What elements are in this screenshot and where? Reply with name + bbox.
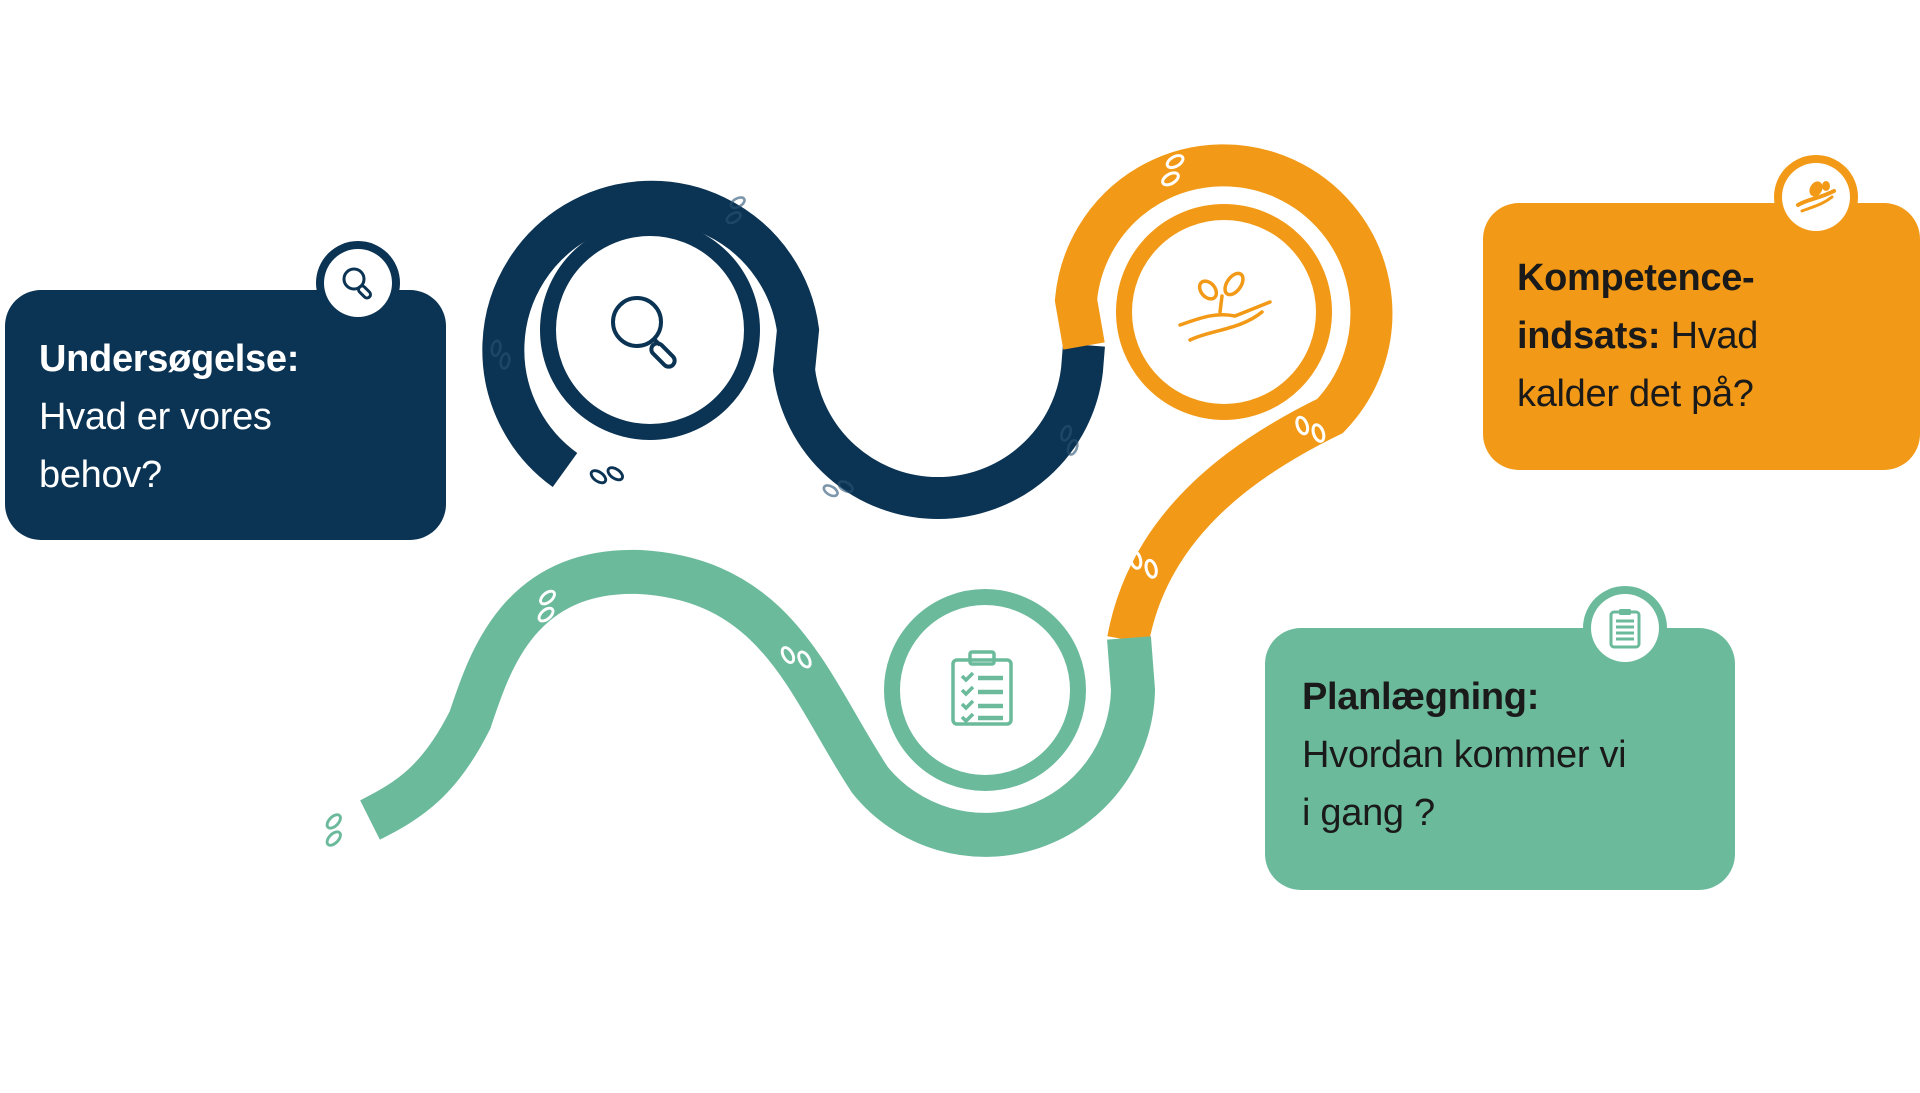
step-badge-planlaegning <box>1583 586 1667 670</box>
path-segment-navy <box>482 180 1105 519</box>
step-box-kompetence: Kompetence- indsats: Hvad kalder det på? <box>1483 203 1920 470</box>
step-body-line: Hvordan kommer vi <box>1302 734 1627 776</box>
hand-with-plant-icon <box>1178 271 1272 342</box>
path-segment-orange <box>1054 144 1393 645</box>
path-segment-green <box>360 549 1156 857</box>
step-badge-kompetence <box>1774 155 1858 239</box>
step-text-kompetence: Kompetence- indsats: Hvad kalder det på? <box>1517 249 1758 423</box>
magnifier-icon <box>342 267 372 300</box>
step-badge-undersogelse <box>316 241 400 325</box>
clipboard-checklist-icon <box>1609 609 1641 649</box>
step-text-undersogelse: Undersøgelse: Hvad er vores behov? <box>39 330 299 504</box>
step-title: Undersøgelse: <box>39 338 300 380</box>
step-title: Planlægning: <box>1302 676 1540 718</box>
step-text-planlaegning: Planlægning: Hvordan kommer vi i gang ? <box>1302 668 1627 842</box>
footprints-icon <box>587 456 627 494</box>
step-body-line: Hvad er vores <box>39 396 272 438</box>
step-title: indsats: <box>1517 315 1661 357</box>
milestone-ring-orange <box>1116 204 1332 420</box>
step-body-line: kalder det på? <box>1517 373 1754 415</box>
step-body-inline: Hvad <box>1670 315 1759 357</box>
hand-with-plant-icon <box>1796 181 1836 213</box>
magnifier-icon <box>611 296 677 369</box>
step-box-undersogelse: Undersøgelse: Hvad er vores behov? <box>5 290 446 540</box>
step-box-planlaegning: Planlægning: Hvordan kommer vi i gang ? <box>1265 628 1735 890</box>
step-title: Kompetence- <box>1517 257 1755 299</box>
footprints-icon <box>314 810 353 850</box>
clipboard-checklist-icon <box>951 650 1013 726</box>
milestone-ring-navy <box>540 220 760 440</box>
step-body-line: behov? <box>39 454 162 496</box>
step-body-line: i gang ? <box>1302 792 1435 834</box>
